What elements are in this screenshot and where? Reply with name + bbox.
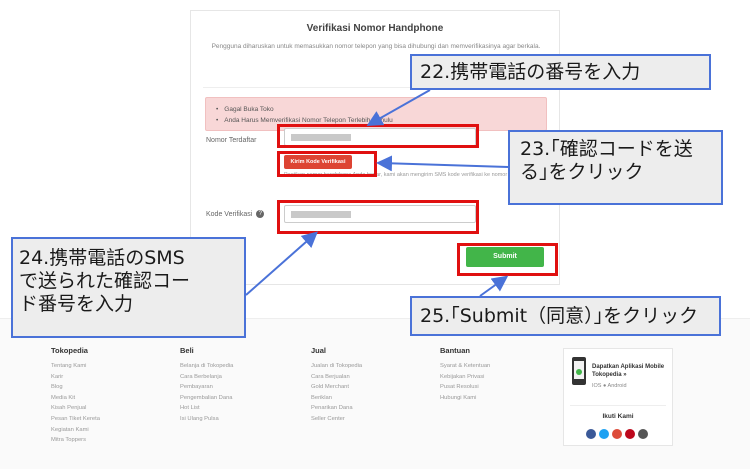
verification-code-input[interactable] [284, 205, 476, 223]
footer-col-title: Bantuan [440, 346, 470, 355]
twitter-icon[interactable] [599, 429, 609, 439]
masked-code-value [291, 211, 351, 218]
annotation-line: ド番号を入力 [19, 292, 134, 315]
footer-col-title: Jual [311, 346, 327, 355]
footer-link[interactable]: Pengembalian Dana [180, 394, 233, 401]
highlight-code [277, 200, 479, 234]
footer-col-beli: Beli Belanja di Tokopedia Cara Berbelanj… [180, 346, 233, 425]
divider [203, 87, 549, 88]
annotation-step-24: 24.携帯電話のSMS で送られた確認コー ド番号を入力 [11, 237, 246, 338]
footer-link[interactable]: Cara Berbelanja [180, 373, 222, 380]
footer-col-title: Tokopedia [51, 346, 88, 355]
footer-col-tokopedia: Tokopedia Tentang Kami Karir Blog Media … [51, 346, 100, 446]
social-links [586, 429, 648, 439]
send-verification-code-button[interactable]: Kirim Kode Verifikasi [284, 155, 352, 169]
footer-col-jual: Jual Jualan di Tokopedia Cara Berjualan … [311, 346, 362, 425]
footer-link[interactable]: Jualan di Tokopedia [311, 363, 363, 369]
annotation-line: 24.携帯電話のSMS [19, 247, 185, 269]
code-label: Kode Verifikasi ? [206, 210, 265, 218]
tokopedia-logo-icon [576, 369, 582, 375]
card-description: Pengguna diharuskan untuk memasukkan nom… [211, 43, 541, 50]
app-platforms: IOS ● Android [592, 383, 627, 389]
footer-link[interactable]: Isi Ulang Pulsa [180, 415, 219, 422]
annotation-line: る｣をクリック [520, 160, 644, 183]
annotation-line: で送られた確認コー [19, 269, 191, 292]
footer-link[interactable]: Cara Berjualan [311, 373, 350, 380]
footer-link[interactable]: Beriklan [311, 394, 332, 401]
submit-button[interactable]: Submit [466, 247, 544, 267]
footer-col-bantuan: Bantuan Syarat & Ketentuan Kebijakan Pri… [440, 346, 490, 403]
highlight-phone [277, 124, 479, 148]
highlight-send-button [277, 151, 377, 177]
footer-link[interactable]: Kegiatan Kami [51, 426, 89, 433]
footer-link[interactable]: Pembayaran [180, 384, 213, 391]
footer-link[interactable]: Media Kit [51, 394, 76, 401]
app-download-link[interactable]: Dapatkan Aplikasi Mobile Tokopedia » [592, 364, 665, 378]
alert-item: Gagal Buka Toko [216, 104, 546, 115]
footer-link[interactable]: Kebijakan Privasi [440, 373, 485, 380]
facebook-icon[interactable] [586, 429, 596, 439]
alert-item: Anda Harus Memverifikasi Nomor Telepon T… [216, 115, 546, 126]
question-circle-icon[interactable]: ? [256, 210, 265, 218]
footer-link[interactable]: Pesan Tiket Kereta [51, 415, 100, 422]
annotation-step-25: 25.｢Submit（同意）｣をクリック [410, 296, 721, 336]
footer-link[interactable]: Pusat Resolusi [440, 384, 479, 391]
highlight-submit [457, 243, 558, 276]
footer-link[interactable]: Penarikan Dana [311, 405, 353, 412]
helper-text: Pastikan nomor handphone Anda benar, kam… [284, 172, 531, 178]
code-label-text: Kode Verifikasi [206, 210, 253, 218]
google-plus-icon[interactable] [612, 429, 622, 439]
divider [570, 405, 666, 406]
footer-link[interactable]: Gold Merchant [311, 384, 350, 391]
app-download-card: Dapatkan Aplikasi Mobile Tokopedia » IOS… [563, 348, 673, 446]
annotation-step-23: 23.｢確認コードを送 る｣をクリック [508, 130, 723, 205]
footer-link[interactable]: Karir [51, 373, 64, 380]
follow-us-label: Ikuti Kami [602, 413, 634, 420]
footer-link[interactable]: Tentang Kami [51, 363, 87, 369]
annotation-step-22: 22.携帯電話の番号を入力 [410, 54, 711, 90]
masked-phone-value [291, 134, 351, 141]
footer-link[interactable]: Hot List [180, 405, 200, 412]
instagram-icon[interactable] [638, 429, 648, 439]
footer-col-title: Beli [180, 346, 194, 355]
footer-link[interactable]: Kisah Penjual [51, 405, 87, 412]
footer-link[interactable]: Seller Center [311, 415, 345, 422]
pinterest-icon[interactable] [625, 429, 635, 439]
annotation-line: 23.｢確認コードを送 [520, 138, 693, 160]
footer-link[interactable]: Mitra Toppers [51, 437, 87, 444]
footer-link[interactable]: Hubungi Kami [440, 394, 477, 401]
footer-link[interactable]: Blog [51, 384, 63, 391]
footer-link[interactable]: Syarat & Ketentuan [440, 363, 491, 369]
footer-link[interactable]: Belanja di Tokopedia [180, 363, 234, 369]
card-title: Verifikasi Nomor Handphone [306, 23, 444, 34]
phone-label: Nomor Terdaftar [206, 137, 257, 144]
